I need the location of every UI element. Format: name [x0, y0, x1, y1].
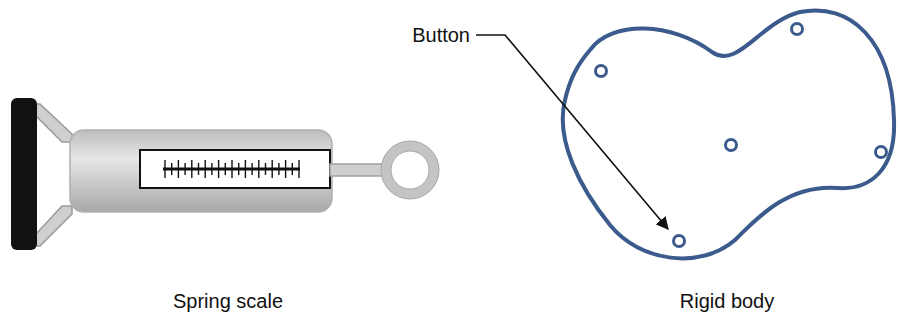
figure-label: Spring scale — [173, 289, 283, 313]
scale-tick — [191, 169, 192, 178]
scale-tick — [298, 160, 299, 169]
scale-tick — [191, 160, 192, 169]
scale-tick — [178, 169, 179, 178]
scale-tick — [218, 169, 219, 178]
scale-tick — [251, 169, 252, 175]
scale-tick — [231, 169, 232, 178]
scale-tick — [231, 160, 232, 169]
scale-tick — [245, 160, 246, 169]
scale-tick — [204, 169, 205, 178]
scale-tick — [245, 169, 246, 178]
scale-tick — [292, 163, 293, 169]
scale-tick — [298, 169, 299, 178]
scale-window — [140, 150, 330, 188]
scale-tick — [198, 163, 199, 169]
scale-tick — [278, 163, 279, 169]
scale-ring — [386, 146, 434, 194]
scale-tick — [218, 160, 219, 169]
spring-scale — [11, 98, 439, 250]
scale-tick — [204, 160, 205, 169]
scale-tick — [211, 163, 212, 169]
button-hole — [674, 236, 685, 247]
scale-tick — [278, 169, 279, 175]
scale-tick — [272, 160, 273, 169]
scale-tick — [285, 160, 286, 169]
button-hole — [596, 66, 607, 77]
scale-tick — [225, 163, 226, 169]
scale-tick — [258, 160, 259, 169]
scale-tick — [178, 160, 179, 169]
scale-handle — [11, 98, 37, 250]
button-hole — [726, 140, 737, 151]
scale-tick — [184, 163, 185, 169]
leader-arrow — [476, 35, 668, 229]
scale-tick — [265, 169, 266, 175]
scale-tick — [184, 169, 185, 175]
rigid-body-outline — [563, 10, 894, 258]
scale-tick — [272, 169, 273, 178]
scale-tick — [238, 163, 239, 169]
scale-tick — [225, 169, 226, 175]
scale-tick — [171, 169, 172, 175]
scale-tick — [265, 163, 266, 169]
scale-tick — [164, 169, 165, 178]
scale-tick — [292, 169, 293, 175]
scale-tick — [258, 169, 259, 178]
scale-tick — [238, 169, 239, 175]
button-hole — [876, 147, 887, 158]
button-hole — [792, 24, 803, 35]
scale-tick — [211, 169, 212, 175]
figure-label: Rigid body — [680, 289, 775, 313]
callout-label: Button — [412, 23, 470, 47]
scale-body — [70, 130, 332, 212]
scale-tick — [164, 160, 165, 169]
scale-tick — [285, 169, 286, 178]
scale-hook-rod — [330, 164, 388, 176]
scale-tick — [198, 169, 199, 175]
scale-tick — [251, 163, 252, 169]
scale-tick — [171, 163, 172, 169]
